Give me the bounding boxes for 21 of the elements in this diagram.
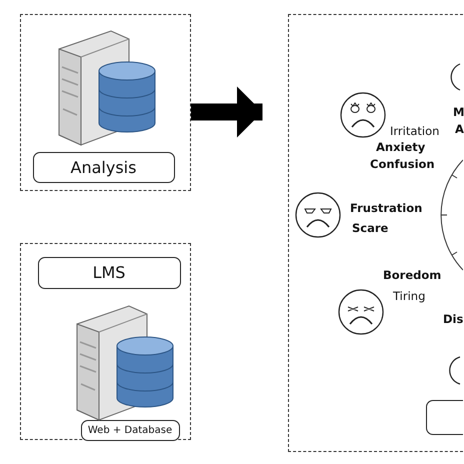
emotion-label: Anxiety [376,140,426,154]
box-label: LMS [92,263,126,282]
emotion-label: Dis [443,312,464,326]
label-box [38,256,180,288]
emotion-label: M [453,105,464,119]
emotion-label: Tiring [393,289,426,303]
dashed-frame [20,243,191,440]
arrow [191,86,262,138]
emotion-label: Confusion [370,157,435,171]
emotion-label: Scare [352,221,388,235]
label-box [426,400,462,434]
emotion-label: A [455,122,464,136]
label-box [32,152,174,182]
emotion-label: Frustration [350,201,422,215]
box-label: Analysis [70,158,136,176]
label-box [80,420,180,440]
emotion-label: Irritation [390,124,440,138]
emotion-label: Boredom [383,268,442,282]
dashed-frame [20,14,191,191]
box-label: Web + Database [88,424,172,436]
dashed-frame [288,14,463,452]
